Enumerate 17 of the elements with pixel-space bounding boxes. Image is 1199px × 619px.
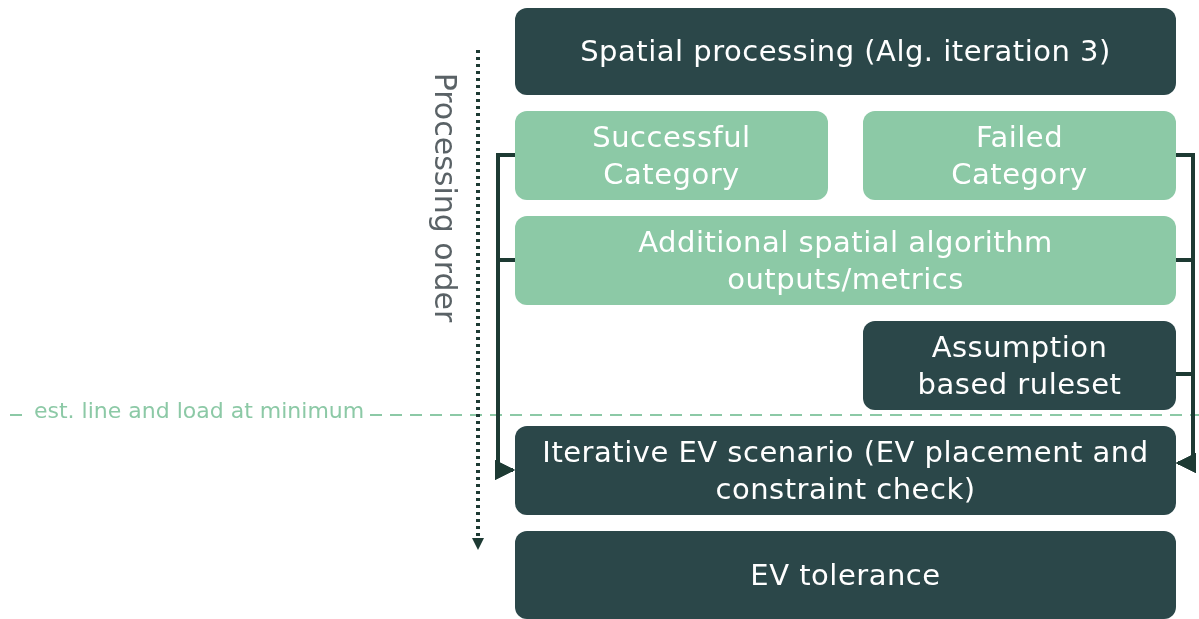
arrow [495,258,515,480]
process-box [515,111,828,200]
arrow [1176,372,1196,473]
box-label: Assumption based ruleset [916,329,1123,402]
box-label: Additional spatial algorithm outputs/metrics [637,224,1054,297]
process-box [515,216,1176,305]
process-box [515,426,1176,515]
box-label: Spatial processing (Alg. iteration 3) [580,33,1111,70]
axis-label: Processing order [427,71,463,325]
process-box [863,321,1176,410]
process-box [515,8,1176,95]
process-box [863,111,1176,200]
box-label: Failed Category [950,119,1089,192]
box-label: EV tolerance [750,556,941,594]
box-label: Iterative EV scenario (EV placement and constraint check) [541,434,1150,507]
process-box [515,531,1176,619]
box-label: Successful Category [591,119,752,192]
